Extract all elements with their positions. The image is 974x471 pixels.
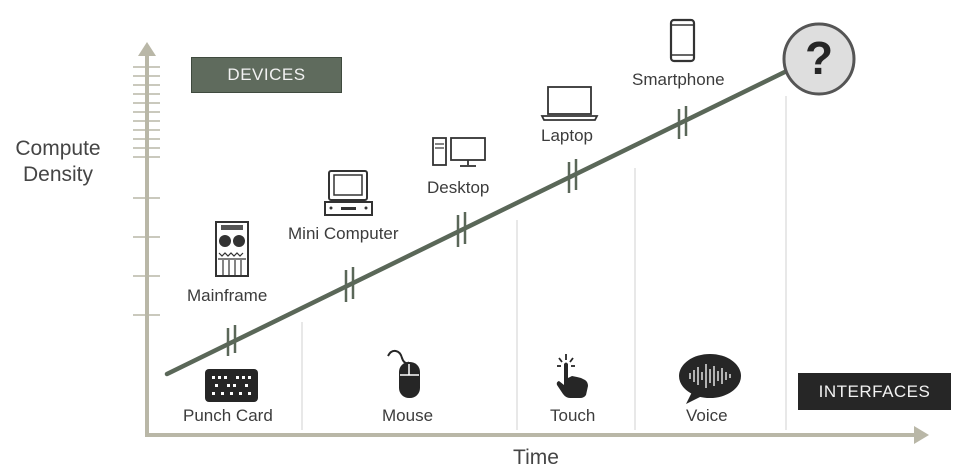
trend-line (164, 63, 800, 377)
desktop-icon (432, 137, 486, 167)
device-label-smartphone: Smartphone (632, 70, 725, 89)
mouse-icon (387, 350, 420, 398)
y-axis-ticks (133, 66, 160, 316)
voice-icon (679, 354, 741, 404)
device-label-mainframe: Mainframe (187, 286, 268, 305)
interface-label-punch-card: Punch Card (183, 406, 273, 425)
device-label-desktop: Desktop (427, 178, 490, 197)
interface-label-touch: Touch (550, 406, 596, 425)
laptop-icon (540, 86, 599, 121)
devices-box: DEVICES (191, 57, 342, 93)
punch-card-icon (205, 369, 258, 402)
x-axis-label: Time (513, 446, 559, 469)
device-label-mini-computer: Mini Computer (288, 224, 399, 243)
interfaces-box: INTERFACES (798, 373, 951, 410)
column-dividers (301, 96, 787, 430)
y-axis (133, 42, 160, 437)
question-mark-glyph: ? (804, 32, 834, 84)
mini-computer-icon (324, 170, 373, 216)
interface-label-mouse: Mouse (382, 406, 434, 425)
mainframe-icon (215, 221, 249, 277)
question-mark-icon (782, 22, 856, 96)
interface-label-voice: Voice (686, 406, 728, 425)
x-axis (147, 426, 929, 444)
touch-icon (556, 354, 588, 398)
smartphone-icon (669, 18, 696, 63)
device-label-laptop: Laptop (541, 126, 593, 145)
trend-line-breaks (226, 106, 688, 356)
y-axis-label: Compute Density (15, 137, 101, 186)
